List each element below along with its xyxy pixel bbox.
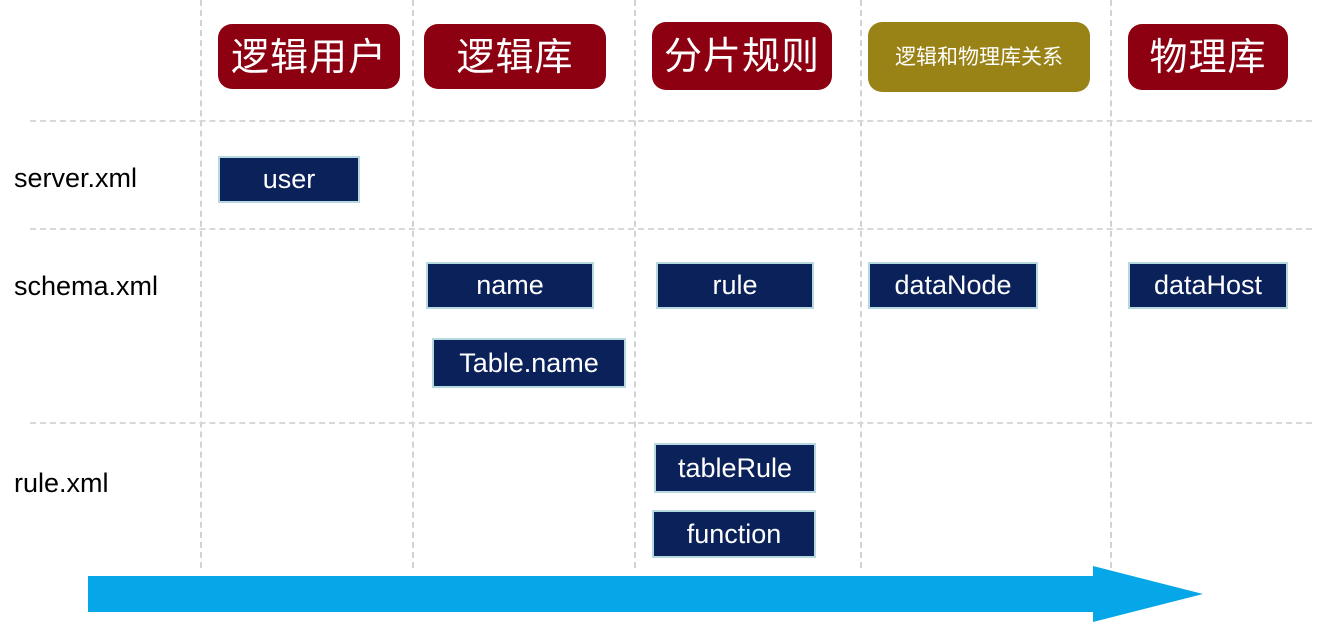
grid-vline-4 (860, 0, 862, 568)
cell-chip-table-rule[interactable]: tableRule (654, 443, 816, 493)
column-header-physical-db[interactable]: 物理库 (1128, 24, 1288, 90)
grid-vline-3 (634, 0, 636, 568)
column-header-logical-physical-relation[interactable]: 逻辑和物理库关系 (868, 22, 1090, 92)
grid-vline-2 (412, 0, 414, 568)
cell-chip-rule[interactable]: rule (656, 262, 814, 309)
cell-chip-name[interactable]: name (426, 262, 594, 309)
flow-direction-arrow (88, 566, 1203, 622)
column-header-logical-user[interactable]: 逻辑用户 (218, 24, 400, 89)
grid-hline-row1-bottom (30, 228, 1312, 230)
grid-vline-1 (200, 0, 202, 568)
cell-chip-function[interactable]: function (652, 510, 816, 558)
row-label-server-xml: server.xml (14, 163, 138, 193)
grid-hline-row2-bottom (30, 422, 1312, 424)
row-label-schema-xml: schema.xml (14, 271, 159, 301)
grid-hline-header-bottom (30, 120, 1312, 122)
arrow-shape (88, 566, 1203, 622)
row-label-rule-xml: rule.xml (14, 468, 109, 498)
column-header-logical-db[interactable]: 逻辑库 (424, 24, 606, 89)
cell-chip-user[interactable]: user (218, 156, 360, 203)
cell-chip-table-name[interactable]: Table.name (432, 338, 626, 388)
column-header-shard-rule[interactable]: 分片规则 (652, 22, 832, 90)
cell-chip-data-node[interactable]: dataNode (868, 262, 1038, 309)
cell-chip-data-host[interactable]: dataHost (1128, 262, 1288, 309)
grid-vline-5 (1110, 0, 1112, 568)
